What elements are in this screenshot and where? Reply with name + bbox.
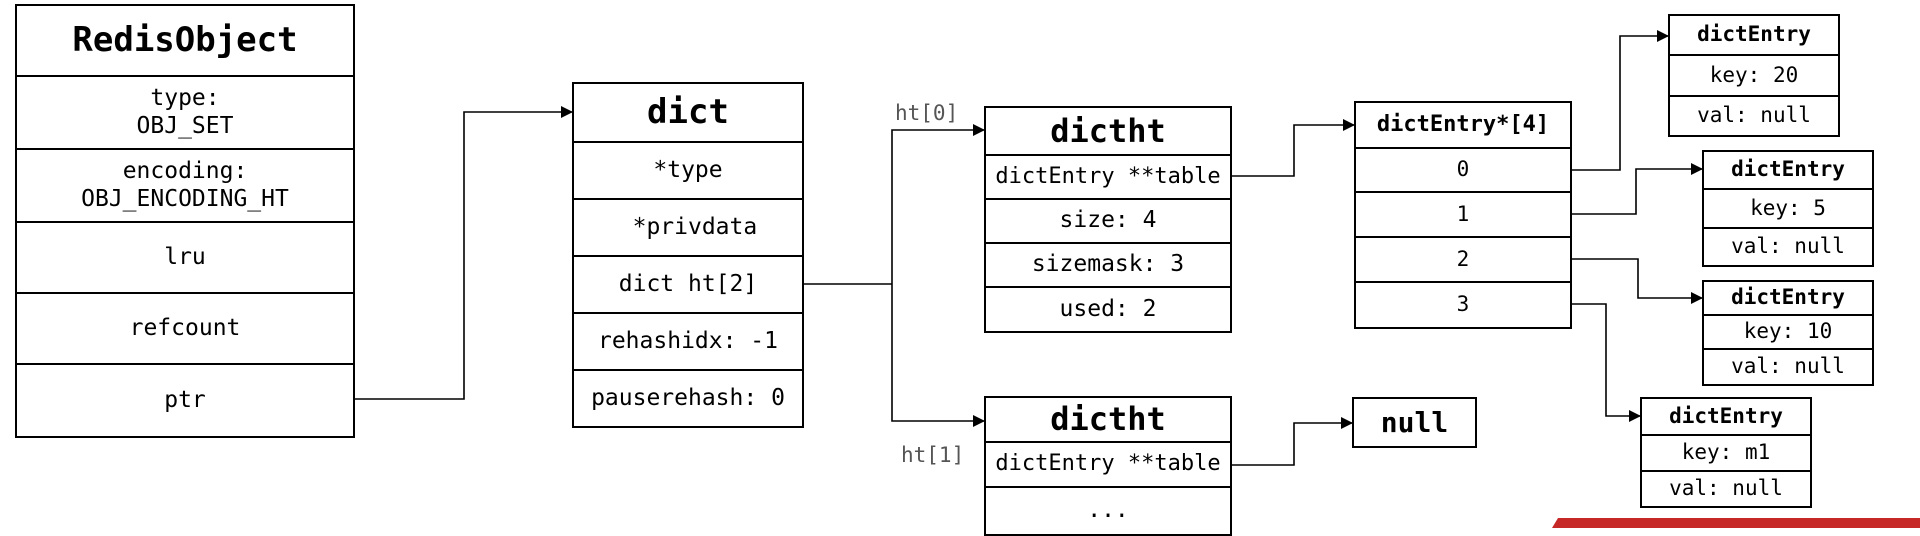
arrow-ptr-to-dict <box>354 106 573 400</box>
table-slot-3: 3 <box>1354 281 1572 329</box>
dictht0-field-used: used: 2 <box>984 286 1232 333</box>
redisobject-field-refcount: refcount <box>15 292 355 365</box>
redisobject-field-ptr: ptr <box>15 363 355 438</box>
entry-m1-key: key: m1 <box>1640 434 1812 472</box>
entry-20-val: val: null <box>1668 95 1840 137</box>
table-slot-2: 2 <box>1354 236 1572 283</box>
entry-5-val: val: null <box>1702 227 1874 267</box>
dict-field-ht: dict ht[2] <box>572 255 804 314</box>
dictht0-field-sizemask: sizemask: 3 <box>984 242 1232 288</box>
arrow-table0-to-array <box>1230 119 1355 177</box>
null-box: null <box>1352 397 1477 448</box>
dict-field-type: *type <box>572 141 804 200</box>
entry-10-val: val: null <box>1702 348 1874 386</box>
entry-m1-title: dictEntry <box>1640 397 1812 436</box>
arrow-ht1 <box>891 284 985 427</box>
arrow-slot3-entry <box>1570 303 1641 422</box>
redisobject-title: RedisObject <box>15 4 355 77</box>
arrow-ht0 <box>891 124 985 284</box>
redisobject-field-type: type: OBJ_SET <box>15 75 355 150</box>
label-ht1: ht[1] <box>901 443 965 467</box>
entry-10-title: dictEntry <box>1702 280 1874 316</box>
dictht1-field-ellipsis: ... <box>984 486 1232 536</box>
table-slot-1: 1 <box>1354 191 1572 238</box>
arrow-slot0-entry <box>1570 30 1669 171</box>
dictht0-field-size: size: 4 <box>984 198 1232 244</box>
arrow-slot1-entry <box>1570 163 1703 215</box>
table-title: dictEntry*[4] <box>1354 101 1572 149</box>
entry-10-key: key: 10 <box>1702 314 1874 350</box>
dict-field-privdata: *privdata <box>572 198 804 257</box>
entry-20-title: dictEntry <box>1668 14 1840 56</box>
arrow-table1-to-null <box>1230 417 1353 466</box>
entry-20-key: key: 20 <box>1668 54 1840 97</box>
corner-banner <box>1552 518 1920 528</box>
table-slot-0: 0 <box>1354 147 1572 193</box>
dictht1-title: dictht <box>984 396 1232 443</box>
entry-m1-val: val: null <box>1640 470 1812 508</box>
dictht1-field-table: dictEntry **table <box>984 441 1232 488</box>
redisobject-field-encoding: encoding: OBJ_ENCODING_HT <box>15 148 355 223</box>
dictht0-field-table: dictEntry **table <box>984 154 1232 200</box>
arrow-slot2-entry <box>1570 258 1703 304</box>
dict-field-pauserehash: pauserehash: 0 <box>572 369 804 428</box>
redisobject-field-lru: lru <box>15 221 355 294</box>
label-ht0: ht[0] <box>895 101 959 125</box>
entry-5-key: key: 5 <box>1702 188 1874 229</box>
dict-field-rehashidx: rehashidx: -1 <box>572 312 804 371</box>
dictht0-title: dictht <box>984 106 1232 156</box>
dict-title: dict <box>572 82 804 143</box>
entry-5-title: dictEntry <box>1702 150 1874 190</box>
